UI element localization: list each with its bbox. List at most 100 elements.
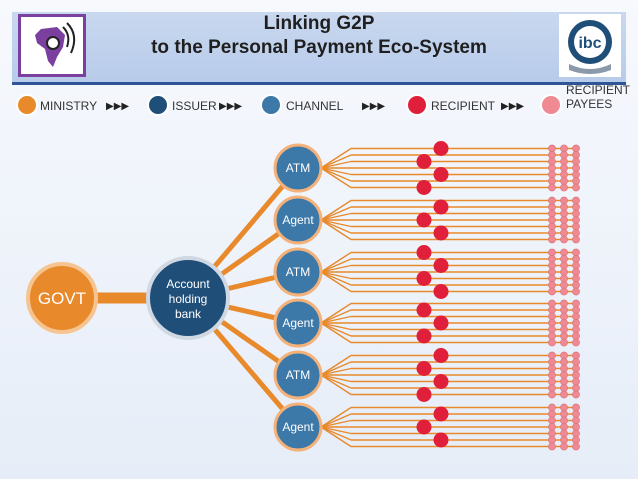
payee-dot — [560, 164, 568, 172]
connector-lines — [62, 147, 578, 448]
payee-dot — [560, 371, 568, 379]
legend-label-4-1: PAYEES — [566, 97, 612, 111]
fan-line-9 — [320, 212, 352, 221]
payee-dot — [572, 222, 580, 231]
payee-dot — [560, 442, 568, 451]
fan-line-11 — [320, 219, 352, 228]
payee-dot — [560, 151, 568, 159]
payee-dot — [572, 371, 580, 379]
payee-dot — [572, 183, 580, 192]
payee-dot — [548, 164, 556, 172]
fan-line-0 — [320, 147, 352, 169]
legend-arrow-1: ▶▶▶ — [219, 101, 242, 112]
payee-dot — [560, 235, 568, 244]
payee-dot — [560, 177, 568, 185]
recipient-dot — [433, 167, 449, 182]
payee-dot — [560, 170, 568, 179]
payee-dot — [560, 229, 568, 237]
payee-dot — [560, 377, 568, 386]
page-title: Linking G2P to the Personal Payment Eco-… — [90, 12, 548, 60]
payee-dot — [548, 338, 556, 347]
payee-dot — [572, 364, 580, 373]
payee-dot — [572, 403, 580, 412]
payee-dot — [572, 144, 580, 153]
payee-dot — [548, 312, 556, 321]
fan-line-2 — [320, 160, 352, 169]
payee-dot — [560, 255, 568, 263]
recipient-dot — [416, 361, 432, 376]
payee-dot — [560, 429, 568, 438]
payee-dot — [572, 170, 580, 179]
payee-dot — [572, 332, 580, 340]
fan-line-27 — [320, 322, 352, 344]
recipient-dot — [433, 141, 449, 156]
payee-dot — [572, 429, 580, 438]
payee-dot — [560, 384, 568, 392]
recipient-dot — [433, 315, 449, 331]
recipient-dot — [433, 284, 449, 299]
payee-dot — [548, 229, 556, 237]
recipient-dot — [433, 258, 449, 273]
fan-line-4 — [320, 167, 352, 176]
payee-dot — [548, 287, 556, 296]
fan-line-30 — [320, 367, 352, 376]
payee-dot — [572, 358, 580, 366]
legend-dot-1 — [147, 94, 169, 116]
payee-dot — [572, 299, 580, 308]
fan-line-32 — [320, 374, 352, 383]
payee-dot — [560, 351, 568, 360]
payee-dot — [572, 281, 580, 289]
recipient-dot — [416, 271, 432, 286]
payee-dot — [572, 287, 580, 296]
legend-dot-0 — [16, 94, 38, 116]
fan-line-19 — [320, 271, 352, 286]
payee-dot — [548, 216, 556, 224]
channel-node-1 — [273, 195, 323, 245]
payee-dot — [560, 306, 568, 314]
payee-dot — [548, 423, 556, 431]
payee-dot — [560, 416, 568, 425]
payee-dot — [560, 196, 568, 205]
payee-dot — [548, 403, 556, 412]
fan-line-15 — [320, 258, 352, 273]
payee-dot — [548, 261, 556, 270]
payee-dot — [572, 325, 580, 334]
bank-label-1: holding — [169, 292, 208, 306]
payee-dot — [572, 157, 580, 166]
payee-dot — [560, 248, 568, 257]
recipient-dot — [416, 302, 432, 318]
fan-line-18 — [320, 271, 352, 280]
payee-dot — [548, 384, 556, 392]
payee-dot — [548, 222, 556, 231]
channel-node-2 — [273, 247, 323, 297]
payee-dot — [572, 261, 580, 270]
payee-dot — [560, 287, 568, 296]
payee-dot — [548, 209, 556, 218]
payee-dot — [572, 312, 580, 321]
payee-dot — [560, 274, 568, 283]
payee-dot — [548, 235, 556, 244]
payee-dot — [572, 423, 580, 431]
payee-dot — [560, 209, 568, 218]
payee-dot — [548, 377, 556, 386]
payee-dot — [572, 268, 580, 276]
ibc-logo: ibc — [559, 14, 621, 77]
payee-dot — [572, 410, 580, 418]
recipient-dot — [416, 387, 432, 402]
recipient-dot — [433, 199, 449, 215]
payee-dot — [548, 203, 556, 211]
payee-dot — [560, 423, 568, 431]
payee-dot — [572, 216, 580, 224]
bank-label-2: bank — [175, 307, 202, 321]
fan-line-22 — [320, 309, 352, 324]
fan-line-26 — [320, 322, 352, 337]
payee-dot — [572, 377, 580, 386]
recipient-dot — [416, 212, 432, 228]
fan-line-36 — [320, 413, 352, 428]
legend-arrow-2: ▶▶▶ — [362, 101, 385, 112]
payee-dot — [572, 351, 580, 360]
fan-line-33 — [320, 374, 352, 389]
channel-label-4: ATM — [286, 368, 310, 382]
payee-dot — [548, 429, 556, 438]
payee-dot — [572, 436, 580, 444]
